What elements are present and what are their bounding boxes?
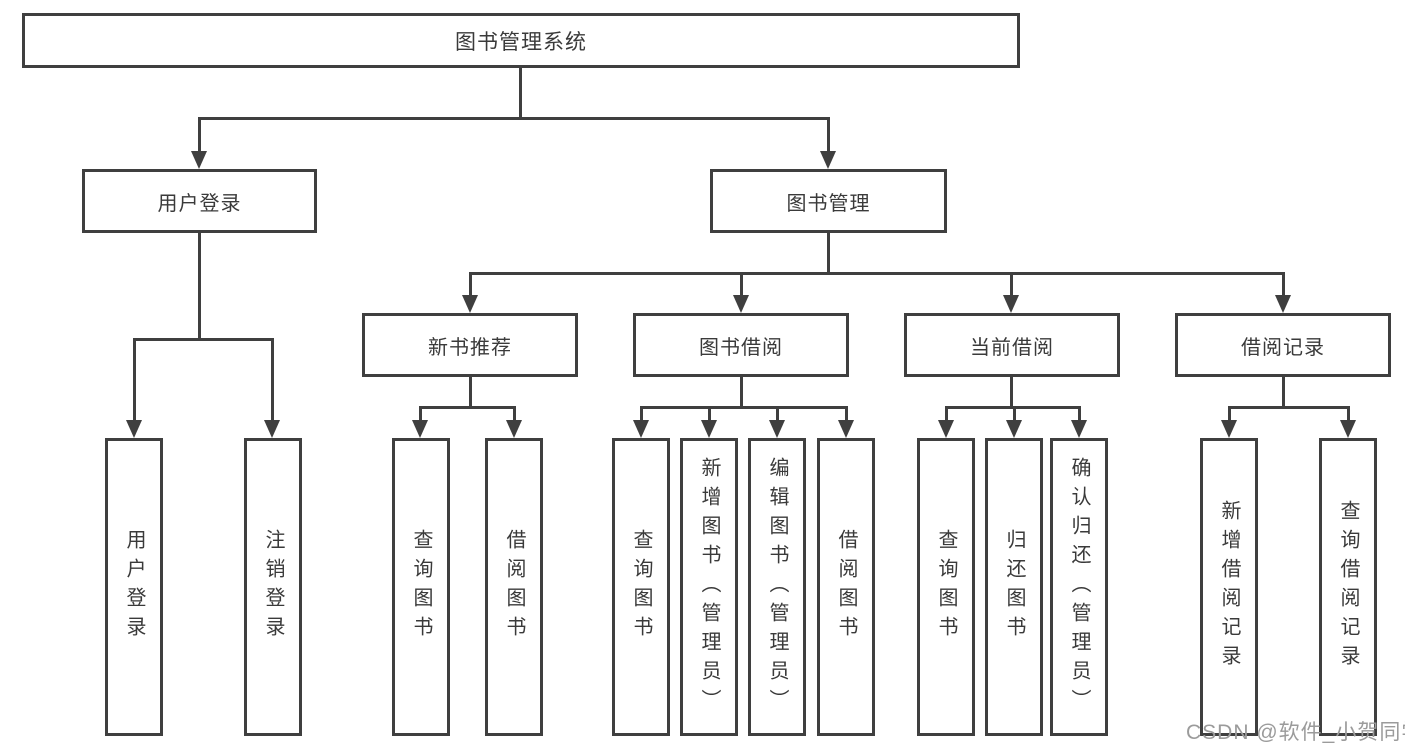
leaf-logout: 注销登录 bbox=[244, 438, 302, 736]
leaf-borrow-book: 借阅图书 bbox=[817, 438, 875, 736]
connector-line bbox=[1010, 377, 1013, 409]
connector-line bbox=[640, 406, 848, 409]
connector-line bbox=[1282, 377, 1285, 409]
connector-line bbox=[419, 406, 422, 422]
arrow-down-icon bbox=[1006, 420, 1022, 438]
leaf-add-book-admin: 新增图书（管理员） bbox=[680, 438, 738, 736]
connector-line bbox=[419, 406, 516, 409]
node-root-system: 图书管理系统 bbox=[22, 13, 1020, 68]
leaf-query-book: 查询图书 bbox=[917, 438, 975, 736]
node-book-borrow: 图书借阅 bbox=[633, 313, 849, 377]
arrow-down-icon bbox=[1340, 420, 1356, 438]
connector-line bbox=[133, 338, 274, 341]
connector-line bbox=[513, 406, 516, 422]
leaf-borrow-book: 借阅图书 bbox=[485, 438, 543, 736]
arrow-down-icon bbox=[633, 420, 649, 438]
connector-line bbox=[740, 377, 743, 409]
arrow-down-icon bbox=[838, 420, 854, 438]
node-new-book-recommend: 新书推荐 bbox=[362, 313, 578, 377]
leaf-query-borrow-record: 查询借阅记录 bbox=[1319, 438, 1377, 736]
connector-line bbox=[1347, 406, 1350, 422]
connector-line bbox=[827, 117, 830, 153]
node-book-management: 图书管理 bbox=[710, 169, 947, 233]
leaf-confirm-return-admin: 确认归还（管理员） bbox=[1050, 438, 1108, 736]
connector-line bbox=[740, 272, 743, 297]
csdn-watermark: CSDN @软件_小贺同学 bbox=[1186, 721, 1405, 744]
connector-line bbox=[945, 406, 948, 422]
node-current-borrow: 当前借阅 bbox=[904, 313, 1120, 377]
arrow-down-icon bbox=[1003, 295, 1019, 313]
arrow-down-icon bbox=[769, 420, 785, 438]
connector-line bbox=[776, 406, 779, 422]
connector-line bbox=[469, 377, 472, 409]
connector-line bbox=[1228, 406, 1349, 409]
arrow-down-icon bbox=[412, 420, 428, 438]
connector-line bbox=[1078, 406, 1081, 422]
connector-line bbox=[271, 338, 274, 422]
connector-line bbox=[198, 117, 201, 153]
arrow-down-icon bbox=[1221, 420, 1237, 438]
leaf-user-login: 用户登录 bbox=[105, 438, 163, 736]
arrow-down-icon bbox=[506, 420, 522, 438]
connector-line bbox=[1228, 406, 1231, 422]
arrow-down-icon bbox=[126, 420, 142, 438]
arrow-down-icon bbox=[701, 420, 717, 438]
leaf-add-borrow-record: 新增借阅记录 bbox=[1200, 438, 1258, 736]
connector-line bbox=[198, 117, 830, 120]
leaf-query-book: 查询图书 bbox=[392, 438, 450, 736]
connector-line bbox=[469, 272, 472, 297]
arrow-down-icon bbox=[191, 151, 207, 169]
connector-line bbox=[198, 233, 201, 340]
arrow-down-icon bbox=[264, 420, 280, 438]
connector-line bbox=[708, 406, 711, 422]
arrow-down-icon bbox=[462, 295, 478, 313]
connector-line bbox=[845, 406, 848, 422]
leaf-edit-book-admin: 编辑图书（管理员） bbox=[748, 438, 806, 736]
node-user-login: 用户登录 bbox=[82, 169, 317, 233]
connector-line bbox=[1282, 272, 1285, 297]
arrow-down-icon bbox=[820, 151, 836, 169]
connector-line bbox=[1010, 272, 1013, 297]
arrow-down-icon bbox=[1275, 295, 1291, 313]
connector-line bbox=[640, 406, 643, 422]
node-borrow-record: 借阅记录 bbox=[1175, 313, 1391, 377]
arrow-down-icon bbox=[733, 295, 749, 313]
connector-line bbox=[827, 233, 830, 275]
connector-line bbox=[519, 68, 522, 118]
leaf-query-book: 查询图书 bbox=[612, 438, 670, 736]
connector-line bbox=[469, 272, 1284, 275]
arrow-down-icon bbox=[938, 420, 954, 438]
leaf-return-book: 归还图书 bbox=[985, 438, 1043, 736]
connector-line bbox=[1013, 406, 1016, 422]
arrow-down-icon bbox=[1071, 420, 1087, 438]
connector-line bbox=[133, 338, 136, 422]
